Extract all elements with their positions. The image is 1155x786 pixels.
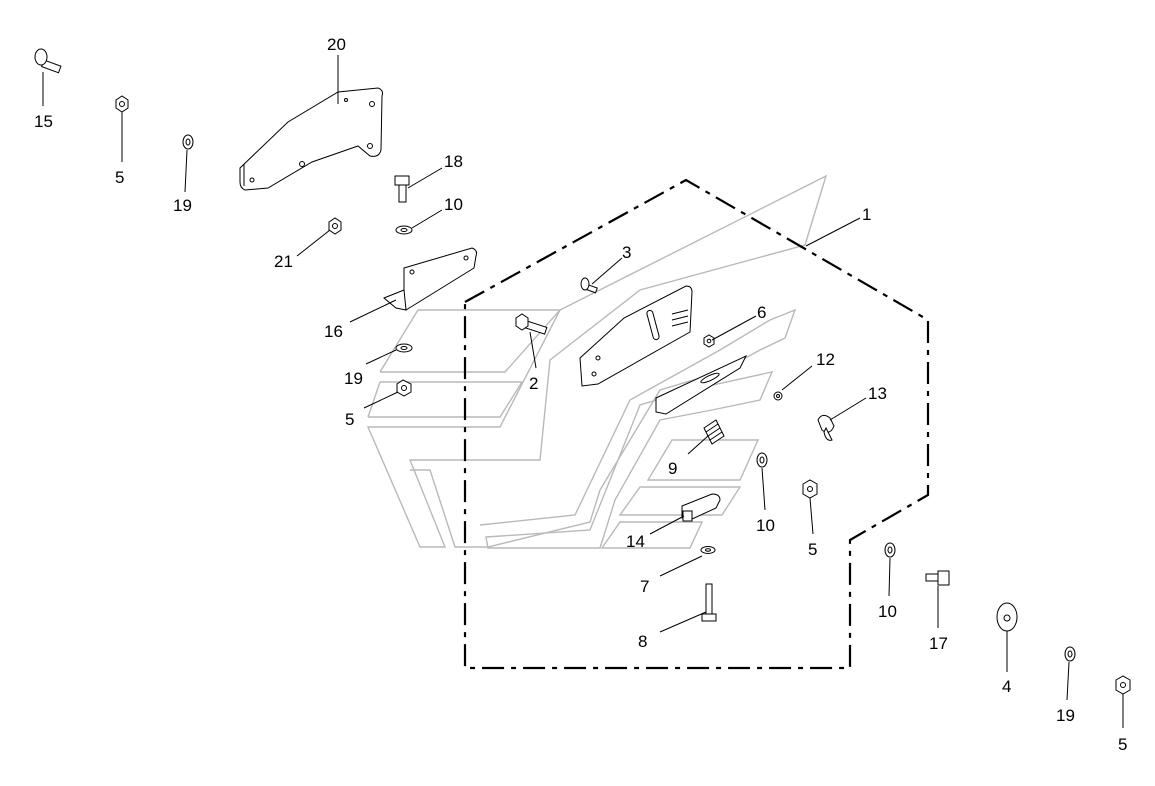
callout-20: 20 bbox=[327, 35, 346, 54]
callout-9: 9 bbox=[668, 459, 677, 478]
washer-7-icon bbox=[700, 546, 716, 554]
assembly-boundary bbox=[463, 178, 930, 670]
callout-2: 2 bbox=[529, 374, 538, 393]
callout-19: 19 bbox=[173, 196, 192, 215]
machine-body-outline bbox=[366, 174, 828, 549]
callout-3: 3 bbox=[622, 243, 631, 262]
bracket-plate-20-icon bbox=[239, 87, 383, 191]
bolt-2-icon bbox=[515, 313, 548, 335]
angle-bracket-16-icon bbox=[383, 247, 477, 311]
callout-10b: 10 bbox=[756, 516, 775, 535]
washer-10c-icon bbox=[884, 542, 896, 558]
nut-5c-icon bbox=[802, 479, 818, 499]
screw-3-icon bbox=[580, 277, 598, 294]
nut-21-icon bbox=[328, 217, 342, 235]
nut-6-icon bbox=[703, 334, 715, 348]
nut-5b-icon bbox=[396, 379, 412, 397]
callout-17: 17 bbox=[929, 634, 948, 653]
callout-18: 18 bbox=[444, 152, 463, 171]
washer-10a-icon bbox=[395, 225, 413, 235]
washer-19-icon bbox=[182, 134, 194, 150]
callout-1: 1 bbox=[862, 205, 871, 224]
washer-10b-icon bbox=[756, 452, 768, 468]
bolt-18-icon bbox=[394, 175, 410, 203]
washer-12-icon bbox=[773, 391, 783, 401]
callout-12: 12 bbox=[816, 350, 835, 369]
nut-5-icon bbox=[115, 95, 129, 113]
callout-4: 4 bbox=[1002, 677, 1011, 696]
callout-5d: 5 bbox=[1118, 735, 1127, 754]
callout-6: 6 bbox=[757, 303, 766, 322]
callout-7: 7 bbox=[640, 577, 649, 596]
bolt-8-icon bbox=[701, 583, 717, 622]
washer-19c-icon bbox=[1064, 646, 1076, 662]
callout-14: 14 bbox=[626, 532, 645, 551]
callout-labels: 15 5 19 20 18 10 21 16 3 1 6 19 2 5 12 1… bbox=[34, 35, 1127, 754]
washer-19b-icon bbox=[395, 343, 413, 353]
bolt-15-icon bbox=[34, 48, 62, 74]
callout-5c: 5 bbox=[808, 540, 817, 559]
callout-15: 15 bbox=[34, 112, 53, 131]
bolt-17-icon bbox=[925, 570, 950, 586]
leader-lines bbox=[42, 55, 1124, 728]
callout-19c: 19 bbox=[1056, 706, 1075, 725]
callout-10c: 10 bbox=[878, 602, 897, 621]
washer-4-icon bbox=[996, 602, 1018, 632]
spring-9-icon bbox=[703, 419, 725, 445]
callout-10: 10 bbox=[444, 195, 463, 214]
callout-5: 5 bbox=[115, 168, 124, 187]
callout-5b: 5 bbox=[345, 410, 354, 429]
callout-8: 8 bbox=[638, 632, 647, 651]
block-14-icon bbox=[681, 493, 721, 522]
callout-13: 13 bbox=[868, 384, 887, 403]
callout-21: 21 bbox=[274, 252, 293, 271]
callout-19b: 19 bbox=[344, 369, 363, 388]
callout-16: 16 bbox=[324, 322, 343, 341]
nut-5d-icon bbox=[1115, 675, 1131, 695]
blade-plate-icon bbox=[579, 285, 693, 387]
knife-blade-icon bbox=[655, 354, 748, 415]
